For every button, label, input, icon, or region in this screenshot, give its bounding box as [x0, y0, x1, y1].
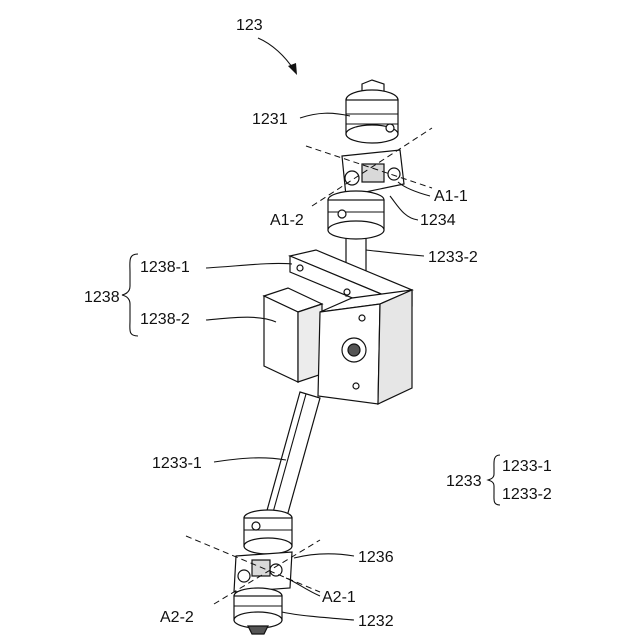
- lower-body-hole: [353, 383, 359, 389]
- assembly-arrowhead: [288, 63, 297, 75]
- bracket-group-brace: [122, 254, 138, 336]
- label-top-joint: 1231: [252, 111, 288, 128]
- label-group-item-2: 1233-2: [502, 486, 552, 503]
- top-lower-collar-bottom: [328, 221, 384, 239]
- bottom-cross-pin-right: [270, 564, 282, 576]
- leader-1233-1: [214, 458, 286, 462]
- leader-1236: [294, 554, 354, 558]
- assembly-leader: [258, 38, 294, 70]
- upper-body-hole: [359, 315, 365, 321]
- assembly-reference: 123: [236, 17, 297, 75]
- leader-1231: [300, 113, 350, 118]
- upper-plate-hole-right: [344, 289, 350, 295]
- bracket-lower-body: [264, 288, 412, 404]
- top-universal-joint: [306, 80, 432, 239]
- lower-shaft-body: [266, 392, 320, 520]
- label-axis-a1-1: A1-1: [434, 188, 468, 205]
- top-collar-screw: [386, 124, 394, 132]
- upper-plate-hole-left: [297, 265, 303, 271]
- label-top-pin: 1234: [420, 212, 456, 229]
- label-bottom-pin: 1236: [358, 549, 394, 566]
- leader-1238-1: [206, 263, 292, 268]
- label-shaft-lower: 1233-1: [152, 455, 202, 472]
- label-bracket-lower: 1238-2: [140, 311, 190, 328]
- label-bracket: 1238: [84, 289, 120, 306]
- leader-1233-2: [366, 250, 424, 256]
- label-shaft-upper: 1233-2: [428, 249, 478, 266]
- bottom-upper-collar-screw: [252, 522, 260, 530]
- leader-1232: [282, 612, 354, 620]
- bearing-bore: [348, 344, 360, 356]
- shaft-group-brace: [488, 455, 500, 505]
- bottom-cross-pin-left: [238, 570, 250, 582]
- label-bracket-upper: 1238-1: [140, 259, 190, 276]
- label-group-item-1: 1233-1: [502, 458, 552, 475]
- label-axis-a2-2: A2-2: [160, 609, 194, 626]
- right-block-side: [378, 290, 412, 404]
- bottom-upper-collar-bottom: [244, 538, 292, 554]
- leader-1234: [390, 196, 418, 220]
- label-assembly: 123: [236, 17, 263, 34]
- label-bottom-joint: 1232: [358, 613, 394, 630]
- label-axis-a1-2: A1-2: [270, 212, 304, 229]
- lower-shaft: [266, 392, 320, 520]
- bottom-bolt-tip: [248, 626, 268, 634]
- leader-a2-1: [286, 578, 320, 596]
- label-axis-a2-1: A2-1: [322, 589, 356, 606]
- label-shaft-group: 1233: [446, 473, 482, 490]
- top-lower-collar-screw: [338, 210, 346, 218]
- bottom-cross-block: [252, 560, 270, 576]
- top-cross-pin-right: [388, 168, 400, 180]
- bracket-assembly: [264, 250, 412, 404]
